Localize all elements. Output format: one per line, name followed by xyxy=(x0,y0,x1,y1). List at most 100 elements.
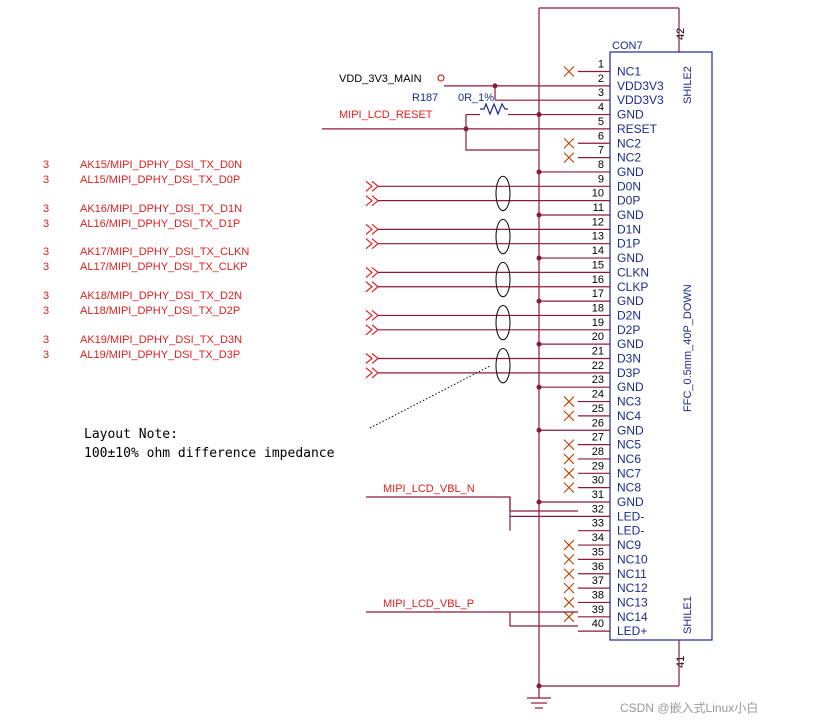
wires-layer xyxy=(322,83,578,627)
junction-dot xyxy=(536,384,542,390)
pin-name: D1P xyxy=(617,237,640,251)
signal-label: AL15/MIPI_DPHY_DSI_TX_D0P xyxy=(80,174,240,186)
offpage-connector xyxy=(365,195,379,207)
pin-name: GND xyxy=(617,108,644,122)
pin-name: NC13 xyxy=(617,595,648,609)
vbl-p-wire xyxy=(509,612,578,627)
signal-sheet-ref: 3 xyxy=(43,349,49,361)
nc-mark xyxy=(563,137,575,149)
shield-top-label: SHILE2 xyxy=(682,66,694,104)
pin-name: D3N xyxy=(617,352,641,366)
pin-number: 40 xyxy=(592,618,604,630)
junction-dot xyxy=(536,255,542,261)
pin-name: D1N xyxy=(617,222,641,236)
connector-ref: CON7 xyxy=(612,40,643,52)
nc-mark xyxy=(563,482,575,494)
pin-number: 32 xyxy=(592,503,604,515)
pin-number: 23 xyxy=(592,374,604,386)
diff-pair-marker xyxy=(495,304,511,341)
pin-name: RESET xyxy=(617,122,658,136)
pin-name: NC4 xyxy=(617,409,641,423)
resistor-value: 0R_1% xyxy=(458,92,494,104)
signal-label: AK18/MIPI_DPHY_DSI_TX_D2N xyxy=(80,290,242,302)
pin-name: LED- xyxy=(617,509,644,523)
signals-layer: 3 AK15/MIPI_DPHY_DSI_TX_D0N 3 AL15/MIPI_DPH… xyxy=(43,159,578,379)
nc-mark xyxy=(563,554,575,565)
junction-dot xyxy=(536,427,542,433)
signal-sheet-ref: 3 xyxy=(43,174,49,186)
pin-name: VDD3V3 xyxy=(617,93,664,107)
nc-mark xyxy=(563,410,575,422)
pin-number: 26 xyxy=(592,417,604,429)
nc-mark xyxy=(563,568,575,580)
offpage-connector xyxy=(365,180,379,192)
junction-dot xyxy=(536,169,542,175)
ground-symbol xyxy=(527,686,551,709)
junction-dot xyxy=(536,499,542,505)
signal-sheet-ref: 3 xyxy=(43,218,49,230)
pin-name: NC3 xyxy=(617,395,641,409)
signal-label: AK15/MIPI_DPHY_DSI_TX_D0N xyxy=(80,159,242,171)
signal-sheet-ref: 3 xyxy=(43,305,49,317)
shield-pin-bottom: 41 xyxy=(675,656,687,668)
pin-name: NC12 xyxy=(617,581,648,595)
pin-name: GND xyxy=(617,165,644,179)
pin-number: 3 xyxy=(598,87,604,99)
diff-pair-marker xyxy=(495,348,511,384)
vdd-net-label: VDD_3V3_MAIN xyxy=(339,73,422,85)
pin-number: 17 xyxy=(592,288,604,300)
pin-name: NC14 xyxy=(617,610,648,624)
junction-dot xyxy=(463,126,469,132)
offpage-connector xyxy=(365,238,379,250)
junction-dot xyxy=(492,83,498,89)
nc-mark xyxy=(563,467,575,479)
pin-number: 12 xyxy=(592,216,604,228)
pin-name: GND xyxy=(617,380,644,394)
pin-name: GND xyxy=(617,495,644,509)
pin-number: 7 xyxy=(598,145,604,157)
note-text: 100±10% ohm difference impedance xyxy=(84,446,335,461)
pin-number: 15 xyxy=(592,259,604,271)
vbl-n-label: MIPI_LCD_VBL_N xyxy=(383,483,475,495)
pin-name: GND xyxy=(617,294,644,308)
nc-mark xyxy=(563,152,575,163)
pin-name: NC2 xyxy=(617,151,641,165)
connector-part: FFC_0.5mm_40P_DOWN xyxy=(682,284,694,412)
signal-label: AK17/MIPI_DPHY_DSI_TX_CLKN xyxy=(80,246,249,258)
reset-pulldown-wire xyxy=(465,114,539,151)
offpage-connector xyxy=(365,367,379,379)
pin-number: 10 xyxy=(592,188,604,200)
vbl-n-wire xyxy=(366,496,578,517)
pin-name: NC11 xyxy=(617,567,647,581)
pin-name: NC10 xyxy=(617,552,648,566)
pin-name: D0N xyxy=(617,179,641,193)
offpage-connector xyxy=(365,324,379,336)
pin-name: D2P xyxy=(617,323,640,337)
diff-pair-marker xyxy=(495,218,511,255)
pin-number: 18 xyxy=(592,302,604,314)
pin-name: NC5 xyxy=(617,438,641,452)
pin-number: 35 xyxy=(592,546,604,558)
signal-sheet-ref: 3 xyxy=(43,290,49,302)
note-leader xyxy=(369,365,491,429)
vdd-port xyxy=(437,74,445,82)
pin-name: GND xyxy=(617,208,644,222)
pin-number: 27 xyxy=(592,432,604,444)
note-title: Layout Note: xyxy=(84,427,178,442)
pin-number: 2 xyxy=(598,73,604,85)
pin-number: 4 xyxy=(598,102,604,114)
diff-pair-marker xyxy=(495,261,511,298)
pin-number: 29 xyxy=(592,460,604,472)
pin-name: GND xyxy=(617,337,644,351)
nc-mark xyxy=(563,66,575,77)
signal-sheet-ref: 3 xyxy=(43,203,49,215)
pin-number: 33 xyxy=(592,518,604,530)
watermark: CSDN @嵌入式Linux小白 xyxy=(620,700,758,715)
pin-name: D2N xyxy=(617,308,641,322)
pin-number: 25 xyxy=(592,403,604,415)
shield-bottom-label: SHILE1 xyxy=(682,596,694,634)
junction-dot xyxy=(536,298,542,304)
offpage-connector xyxy=(365,223,379,235)
junction-dot xyxy=(536,212,542,218)
